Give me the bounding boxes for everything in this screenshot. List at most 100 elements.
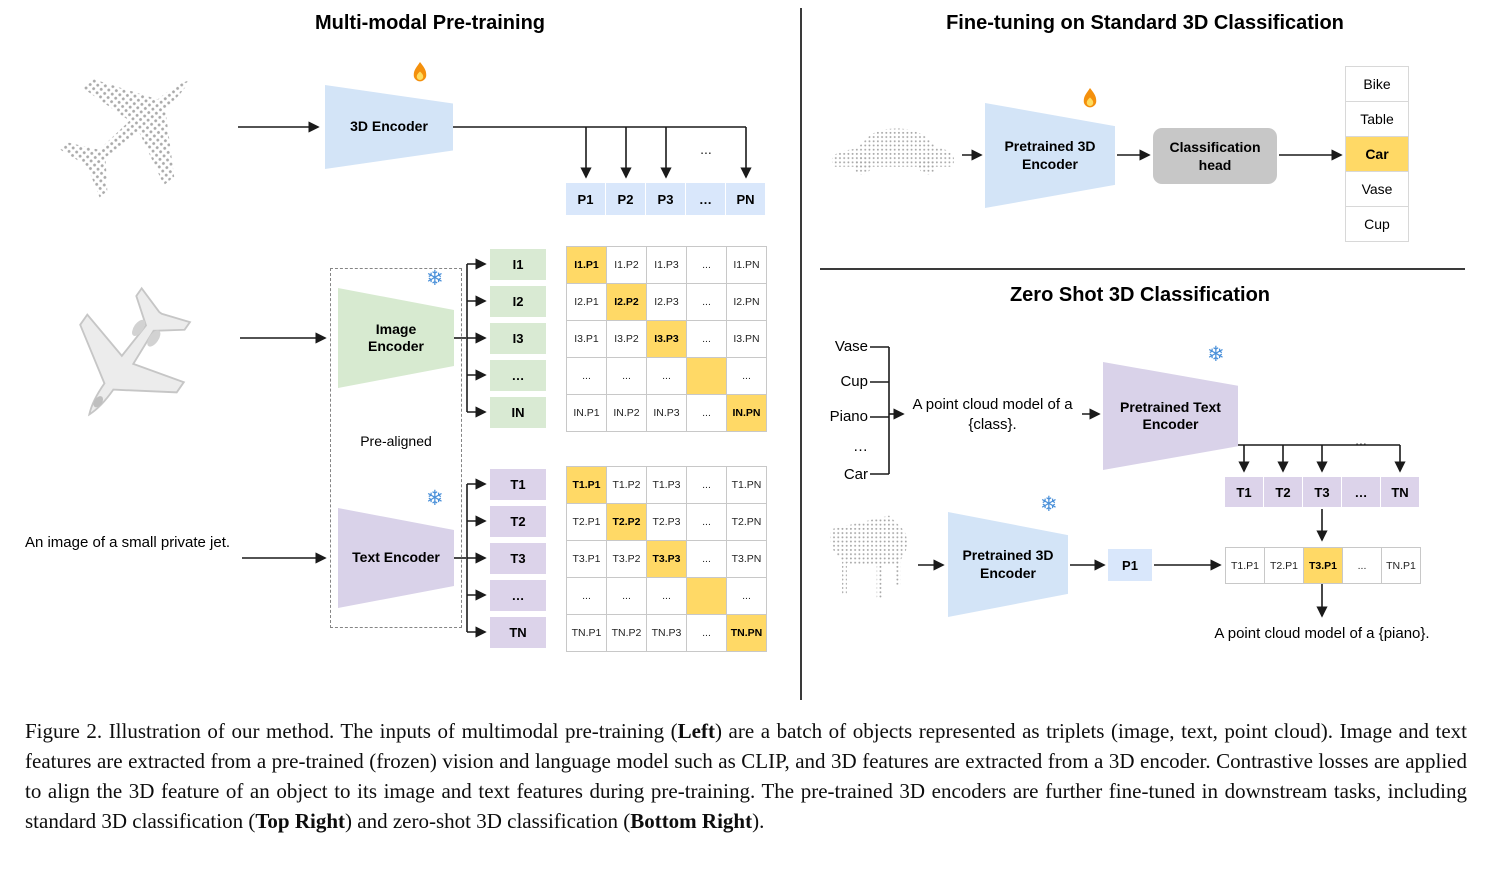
i-header-cell: …: [490, 360, 546, 391]
image-matrix-cell: ...: [687, 321, 727, 358]
p1-feature-cell: P1: [1108, 549, 1152, 581]
text-matrix-diagonal-cell: TN.PN: [727, 615, 767, 652]
t-header-cell: T1: [1225, 477, 1263, 507]
text-matrix-diagonal-cell: T1.P1: [567, 467, 607, 504]
pretrained-3d-encoder: Pretrained 3D Encoder: [985, 103, 1115, 208]
piano-pointcloud-image: [830, 515, 908, 599]
text-matrix-cell: ...: [647, 578, 687, 615]
text-matrix-diagonal-cell: T2.P2: [607, 504, 647, 541]
t-header-cell: …: [490, 580, 546, 611]
image-matrix-cell: I3.P2: [607, 321, 647, 358]
text-matrix-cell: ...: [687, 615, 727, 652]
image-matrix-diagonal-cell: I2.P2: [607, 284, 647, 321]
zero-shot-class-word: Cup: [840, 373, 868, 390]
text-matrix-diagonal-cell: [687, 578, 727, 615]
image-matrix-cell: I2.P3: [647, 284, 687, 321]
horizontal-divider: [820, 268, 1465, 270]
text-matrix-diagonal-cell: T3.P3: [647, 541, 687, 578]
image-matrix-cell: I2.PN: [727, 284, 767, 321]
image-matrix-diagonal-cell: I1.P1: [567, 247, 607, 284]
car-pointcloud-image: [831, 128, 955, 175]
image-matrix-cell: I1.P3: [647, 247, 687, 284]
classification-head: Classification head: [1153, 128, 1277, 184]
image-matrix-cell: ...: [567, 358, 607, 395]
caption-segment: Top Right: [255, 809, 346, 834]
left-panel-title: Multi-modal Pre-training: [315, 12, 545, 34]
t-header-cell: TN: [490, 617, 546, 648]
text-matrix-cell: T2.P3: [647, 504, 687, 541]
text-matrix-cell: T2.PN: [727, 504, 767, 541]
image-matrix-diagonal-cell: [687, 358, 727, 395]
image-matrix-cell: ...: [687, 284, 727, 321]
image-matrix-cell: I1.P2: [607, 247, 647, 284]
prompt-text: A point cloud model of a {class}.: [912, 396, 1073, 434]
image-matrix-cell: ...: [687, 395, 727, 432]
image-matrix-diagonal-cell: I3.P3: [647, 321, 687, 358]
zero-shot-class-word: Car: [843, 466, 868, 483]
image-encoder-label: Image Encoder: [367, 320, 424, 355]
snowflake-icon: ❄: [1040, 492, 1058, 516]
p-header-cell: …: [686, 183, 725, 215]
3d-encoder-label: 3D Encoder: [350, 118, 428, 135]
i-header-cell: I3: [490, 323, 546, 354]
result-caption: A point cloud model of a {piano}.: [1214, 625, 1430, 642]
t-header-cell: …: [1342, 477, 1380, 507]
caption-segment: Left: [677, 719, 715, 743]
i-header-cell: I2: [490, 286, 546, 317]
p-header-cell: P3: [646, 183, 685, 215]
snowflake-icon: ❄: [426, 486, 444, 510]
result-cell: T2.P1: [1265, 548, 1304, 584]
result-cell: ...: [1343, 548, 1382, 584]
zero-shot-class-word: Piano: [829, 408, 868, 425]
text-matrix-cell: T1.P2: [607, 467, 647, 504]
class-cell: Vase: [1345, 171, 1409, 207]
pretrained-3d-encoder-label: Pretrained 3D Encoder: [962, 547, 1054, 581]
text-matrix-cell: ...: [607, 578, 647, 615]
image-matrix-cell: IN.P2: [607, 395, 647, 432]
t-header-cell: TN: [1381, 477, 1419, 507]
class-cell: Bike: [1345, 66, 1409, 102]
fire-icon: [1083, 88, 1097, 108]
text-matrix-cell: ...: [687, 541, 727, 578]
p-header-cell: P2: [606, 183, 645, 215]
snowflake-icon: ❄: [426, 266, 444, 290]
image-matrix-diagonal-cell: IN.PN: [727, 395, 767, 432]
airplane-pointcloud-image: [58, 78, 190, 198]
pre-aligned-box: [330, 268, 462, 628]
image-matrix-cell: IN.P3: [647, 395, 687, 432]
text-matrix-cell: T3.PN: [727, 541, 767, 578]
ellipsis-text: ...: [1355, 432, 1367, 448]
result-cell: T1.P1: [1226, 548, 1265, 584]
text-matrix-cell: ...: [687, 504, 727, 541]
i-header-cell: IN: [490, 397, 546, 428]
caption-segment: ) and zero-shot 3D classification (: [345, 809, 631, 834]
classification-head-label: Classification head: [1169, 138, 1261, 173]
t-header-cell: T2: [490, 506, 546, 537]
caption-segment: Figure 2. Illustration of our method. Th…: [25, 719, 678, 743]
snowflake-icon: ❄: [1207, 342, 1225, 366]
p-header-cell: PN: [726, 183, 765, 215]
figure-caption: Figure 2. Illustration of our method. Th…: [25, 716, 1467, 836]
jet-image: [79, 286, 192, 417]
text-matrix-cell: T1.PN: [727, 467, 767, 504]
3d-encoder: 3D Encoder: [325, 85, 453, 169]
pretrained-text-encoder: Pretrained Text Encoder: [1103, 362, 1238, 470]
image-matrix-cell: ...: [607, 358, 647, 395]
bottom-right-title: Zero Shot 3D Classification: [1009, 284, 1271, 306]
text-matrix-cell: TN.P3: [647, 615, 687, 652]
class-cell: Car: [1345, 136, 1409, 172]
text-input-caption: An image of a small private jet.: [24, 534, 231, 551]
ellipsis-text: ...: [700, 141, 712, 157]
pretrained-text-encoder-label: Pretrained Text Encoder: [1120, 398, 1221, 433]
image-matrix-cell: I3.P1: [567, 321, 607, 358]
text-matrix-cell: TN.P2: [607, 615, 647, 652]
i-header-cell: I1: [490, 249, 546, 280]
text-matrix-cell: T1.P3: [647, 467, 687, 504]
text-matrix-cell: TN.P1: [567, 615, 607, 652]
